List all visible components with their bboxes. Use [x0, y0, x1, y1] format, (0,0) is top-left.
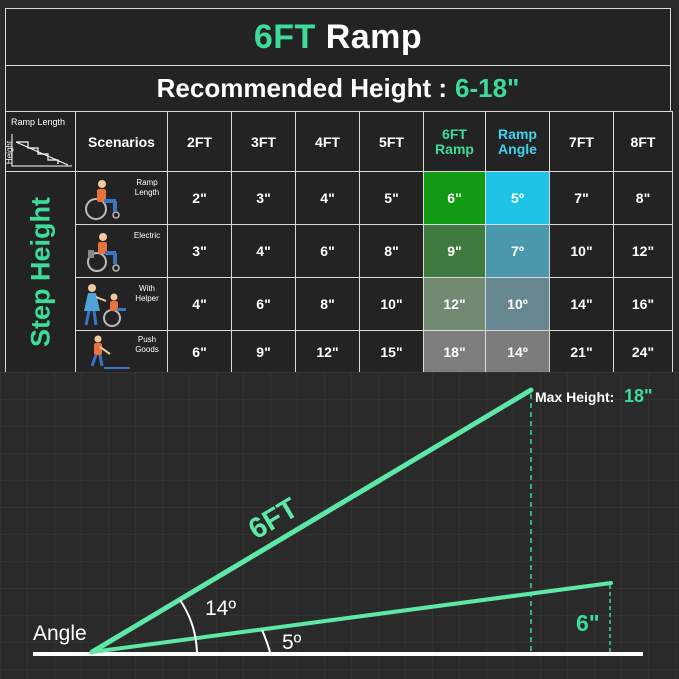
cell-4ft: 12" [295, 330, 360, 373]
header-scenarios: Scenarios [75, 111, 168, 172]
steep-angle-arc [179, 599, 198, 653]
wheelchair-user-icon [85, 180, 120, 220]
recommended-height-label: Recommended Height : [156, 73, 447, 103]
cell-angle: 7º [485, 224, 550, 278]
cell-8ft: 12" [613, 224, 673, 278]
table-row: With Helper 4" 6" 8" 10" 12" 10º 14" 16" [6, 277, 673, 331]
max-height-label: Max Height: [535, 389, 614, 405]
cell-2ft: 6" [167, 330, 232, 373]
push-goods-icon [90, 335, 130, 369]
corner-cell: Ramp Length Height [5, 111, 76, 172]
cell-7ft: 21" [549, 330, 614, 373]
max-height-value: 18" [624, 386, 653, 406]
ramp-diagram: Angle 14º 5º 6FT Max Height: 18" 6" [0, 372, 679, 679]
cell-8ft: 24" [613, 330, 673, 373]
scenario-label-1: Electric [133, 231, 161, 240]
scenario-label-2: Goods [135, 345, 159, 354]
steep-ramp-line [89, 387, 534, 655]
header-row: Ramp Length Height Scenarios 2FT 3FT 4FT… [5, 111, 673, 172]
cell-3ft: 3" [231, 171, 296, 225]
ramp-table: Ramp Length Height Scenarios 2FT 3FT 4FT… [5, 111, 673, 373]
header-angle-line2: Angle [498, 140, 537, 157]
wheelchair-with-helper-icon [84, 284, 126, 327]
shallow-angle-arc [261, 629, 271, 653]
header-4ft: 4FT [295, 111, 360, 172]
scenario-label-1: Push [137, 335, 157, 344]
title-accent: 6FT [253, 17, 316, 56]
header-ramp-angle: Ramp Angle [485, 111, 550, 172]
table-row: Electric 3" 4" 6" 8" 9" 7º 10" 12" [6, 224, 673, 278]
cell-2ft: 4" [167, 277, 232, 331]
cell-7ft: 7" [549, 171, 614, 225]
cell-2ft: 2" [167, 171, 232, 225]
cell-4ft: 8" [295, 277, 360, 331]
cell-3ft: 4" [231, 224, 296, 278]
header-6ft-ramp: 6FT Ramp [423, 111, 486, 172]
header-6ft-line2: Ramp [435, 140, 474, 157]
min-height-value: 6" [576, 610, 600, 636]
scenario-cell: With Helper [75, 277, 168, 331]
cell-6ft: 12" [423, 277, 486, 331]
scenario-label-2: Length [134, 188, 160, 197]
cell-5ft: 8" [359, 224, 424, 278]
cell-6ft: 6" [423, 171, 486, 225]
cell-angle: 5º [485, 171, 550, 225]
step-height-label: Step Height [25, 196, 55, 348]
header-6ft-line1: 6FT [442, 125, 467, 142]
cell-2ft: 3" [167, 224, 232, 278]
angle-low-label: 5º [282, 631, 302, 654]
header-7ft: 7FT [549, 111, 614, 172]
cell-7ft: 10" [549, 224, 614, 278]
corner-ramp-length: Ramp Length [11, 117, 66, 127]
scenario-cell: Push Goods [75, 330, 168, 373]
diagram-grid [0, 372, 679, 679]
cell-6ft: 18" [423, 330, 486, 373]
cell-6ft: 9" [423, 224, 486, 278]
header-angle-line1: Ramp [498, 125, 537, 142]
cell-3ft: 9" [231, 330, 296, 373]
cell-5ft: 5" [359, 171, 424, 225]
cell-5ft: 15" [359, 330, 424, 373]
recommended-height: Recommended Height : 6-18" [5, 65, 671, 112]
cell-8ft: 16" [613, 277, 673, 331]
cell-4ft: 6" [295, 224, 360, 278]
cell-8ft: 8" [613, 171, 673, 225]
cell-3ft: 6" [231, 277, 296, 331]
electric-wheelchair-icon [87, 233, 120, 272]
cell-angle: 10º [485, 277, 550, 331]
table-row: Push Goods 6" 9" 12" 15" 18" 14º 21" 24" [6, 330, 673, 373]
header-3ft: 3FT [231, 111, 296, 172]
scenario-label-1: Ramp [136, 178, 158, 187]
page-title: 6FT Ramp [5, 8, 671, 66]
header-2ft: 2FT [167, 111, 232, 172]
cell-angle: 14º [485, 330, 550, 373]
table-row: Step Height Ramp Length 2" 3" 4" 5" 6" 5… [5, 171, 673, 373]
title-rest: Ramp [325, 17, 423, 56]
scenario-label-1: With [139, 284, 155, 293]
angle-label: Angle [33, 622, 87, 645]
angle-high-label: 14º [205, 597, 236, 620]
stairs-icon [11, 134, 72, 167]
cell-4ft: 4" [295, 171, 360, 225]
scenario-label-2: Helper [135, 294, 159, 303]
header-8ft: 8FT [613, 111, 673, 172]
scenario-cell: Ramp Length [75, 171, 168, 225]
scenario-cell: Electric [75, 224, 168, 278]
cell-5ft: 10" [359, 277, 424, 331]
header-5ft: 5FT [359, 111, 424, 172]
shallow-ramp-line [90, 581, 613, 654]
recommended-height-value: 6-18" [455, 73, 520, 103]
cell-7ft: 14" [549, 277, 614, 331]
step-height-cell: Step Height [5, 171, 76, 373]
